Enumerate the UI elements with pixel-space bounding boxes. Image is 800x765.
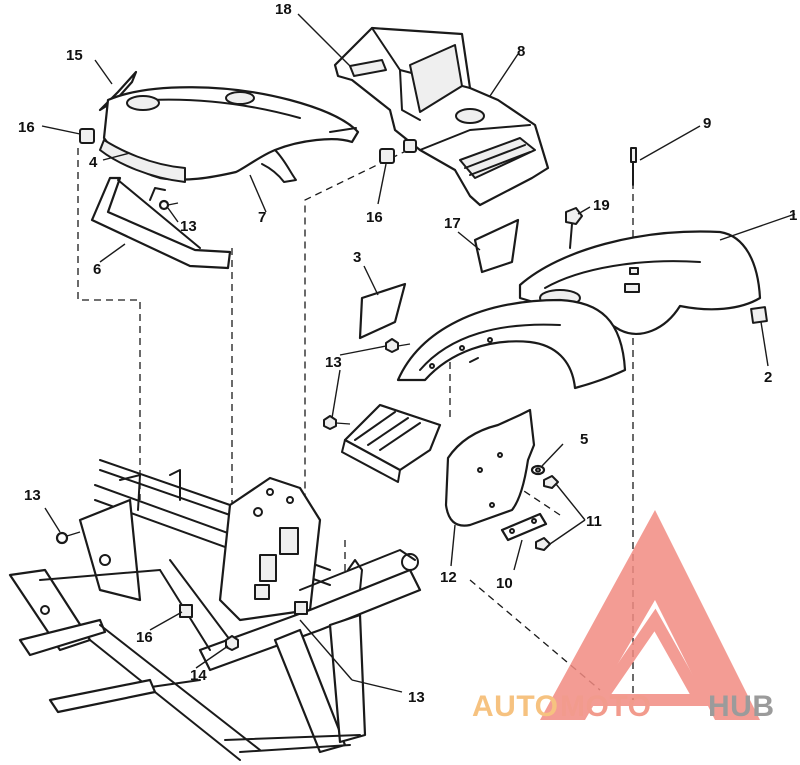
footrest-bracket	[341, 403, 442, 483]
callout-11: 11	[586, 513, 602, 530]
callout-18: 18	[275, 1, 292, 18]
watermark-inner-triangle-icon	[588, 608, 711, 706]
callout-10: 10	[496, 575, 513, 592]
part-8-dash-console	[333, 26, 550, 207]
part-9-rod	[630, 147, 637, 186]
front-fender	[396, 298, 627, 390]
part-5-washer	[530, 464, 546, 476]
part-13-screw-fender	[385, 338, 411, 353]
watermark-text-hub: HUB	[708, 690, 775, 723]
part-7-front-hood	[102, 86, 360, 183]
main-frame	[8, 459, 422, 761]
part-16-clip-middle	[379, 148, 395, 164]
callout-12: 12	[440, 569, 457, 586]
part-16-clip-console	[403, 139, 417, 153]
part-16-clip-upper-left	[79, 128, 95, 144]
part-13-screw-hood	[158, 199, 179, 211]
callout-13-hood: 13	[180, 218, 197, 235]
callout-13-fender: 13	[325, 354, 342, 371]
leader-lines	[41, 13, 796, 693]
part-6-lower-guard	[90, 176, 232, 270]
part-2-reflector	[750, 306, 768, 324]
callout-5: 5	[580, 431, 588, 448]
part-13-screw-frame	[55, 531, 81, 545]
part-11-nut-upper	[543, 475, 559, 489]
callout-6: 6	[93, 261, 101, 278]
callout-15: 15	[66, 47, 83, 64]
automotohub-watermark: AUTO MOTO HUB	[472, 510, 775, 723]
callout-2: 2	[764, 369, 772, 386]
part-3-decal	[358, 282, 407, 340]
watermark-triangle-icon	[540, 510, 760, 720]
callout-8: 8	[517, 43, 525, 60]
callout-4: 4	[89, 154, 98, 171]
part-4-front-panel	[99, 139, 186, 183]
callout-16-frame: 16	[136, 629, 153, 646]
watermark-text-auto: AUTO	[472, 690, 558, 723]
part-19-bolt	[565, 207, 583, 249]
callout-13-frame-left: 13	[24, 487, 41, 504]
callout-3: 3	[353, 249, 361, 266]
part-17-rear-decal	[473, 218, 520, 274]
callout-labels: 1 2 3 4 5 6 7 8 9 10 11 12 13 13 13 13 1…	[18, 1, 797, 706]
callout-9: 9	[703, 115, 711, 132]
watermark-text-moto: MOTO	[560, 690, 651, 723]
part-14-bolt	[225, 635, 239, 651]
part-10-mounting-plate	[500, 512, 548, 542]
part-18-console-slot	[349, 59, 387, 77]
callout-16-upper-left: 16	[18, 119, 35, 136]
part-11-nut-lower	[535, 537, 551, 551]
callout-1: 1	[789, 207, 797, 224]
part-13-screw-bracket	[323, 415, 351, 430]
callout-19: 19	[593, 197, 610, 214]
callout-13-frame-bottom: 13	[408, 689, 425, 706]
callout-16-middle: 16	[366, 209, 383, 226]
callout-14: 14	[190, 667, 207, 684]
callout-17: 17	[444, 215, 461, 232]
part-12-mudflap	[444, 408, 536, 527]
callout-7: 7	[258, 209, 266, 226]
